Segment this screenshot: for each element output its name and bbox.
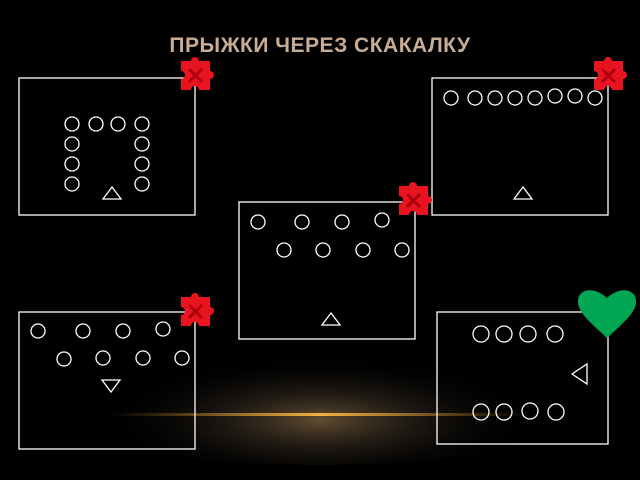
formation-3-frame xyxy=(238,201,416,340)
formation-5-frame xyxy=(436,311,609,445)
player-circle xyxy=(495,403,513,421)
red-puzzle-close-icon[interactable] xyxy=(594,57,627,90)
player-circle xyxy=(134,176,150,192)
player-circle xyxy=(115,323,131,339)
player-circle xyxy=(110,116,126,132)
player-circle xyxy=(64,116,80,132)
player-circle xyxy=(250,214,266,230)
formation-1 xyxy=(18,77,196,216)
player-circle xyxy=(134,136,150,152)
player-circle xyxy=(294,214,310,230)
player-circle xyxy=(355,242,371,258)
player-circle xyxy=(56,351,72,367)
player-circle xyxy=(334,214,350,230)
player-circle xyxy=(30,323,46,339)
formation-1-frame xyxy=(18,77,196,216)
leader-triangle xyxy=(512,185,534,200)
formation-4 xyxy=(18,311,196,450)
player-circle xyxy=(135,350,151,366)
leader-triangle xyxy=(101,185,123,200)
player-circle xyxy=(88,116,104,132)
player-circle xyxy=(315,242,331,258)
player-circle xyxy=(547,88,563,104)
red-puzzle-close-icon[interactable] xyxy=(181,57,214,90)
player-circle xyxy=(64,176,80,192)
player-circle xyxy=(487,90,503,106)
slide-title: ПРЫЖКИ ЧЕРЕЗ СКАКАЛКУ xyxy=(169,34,471,57)
player-circle xyxy=(394,242,410,258)
player-circle xyxy=(75,323,91,339)
player-circle xyxy=(64,156,80,172)
green-heart-icon[interactable] xyxy=(577,290,637,338)
player-circle xyxy=(495,325,513,343)
leader-triangle xyxy=(100,379,122,394)
player-circle xyxy=(521,402,539,420)
formation-2-frame xyxy=(431,77,609,216)
formation-5 xyxy=(436,311,609,445)
player-circle xyxy=(95,350,111,366)
player-circle xyxy=(507,90,523,106)
player-circle xyxy=(155,321,171,337)
player-circle xyxy=(443,90,459,106)
player-circle xyxy=(546,325,564,343)
player-circle xyxy=(527,90,543,106)
floor-light-streak xyxy=(110,413,530,416)
player-circle xyxy=(134,116,150,132)
player-circle xyxy=(472,403,490,421)
player-circle xyxy=(134,156,150,172)
leader-triangle xyxy=(570,362,588,386)
player-circle xyxy=(567,88,583,104)
red-puzzle-close-icon[interactable] xyxy=(399,182,432,215)
player-circle xyxy=(276,242,292,258)
formation-4-frame xyxy=(18,311,196,450)
formation-3 xyxy=(238,201,416,340)
player-circle xyxy=(64,136,80,152)
player-circle xyxy=(174,350,190,366)
formation-2 xyxy=(431,77,609,216)
player-circle xyxy=(472,325,490,343)
red-puzzle-close-icon[interactable] xyxy=(181,293,214,326)
leader-triangle xyxy=(320,311,342,326)
player-circle xyxy=(467,90,483,106)
player-circle xyxy=(374,212,390,228)
floor-glow xyxy=(60,355,580,465)
player-circle xyxy=(547,403,565,421)
player-circle xyxy=(519,325,537,343)
player-circle xyxy=(587,90,603,106)
